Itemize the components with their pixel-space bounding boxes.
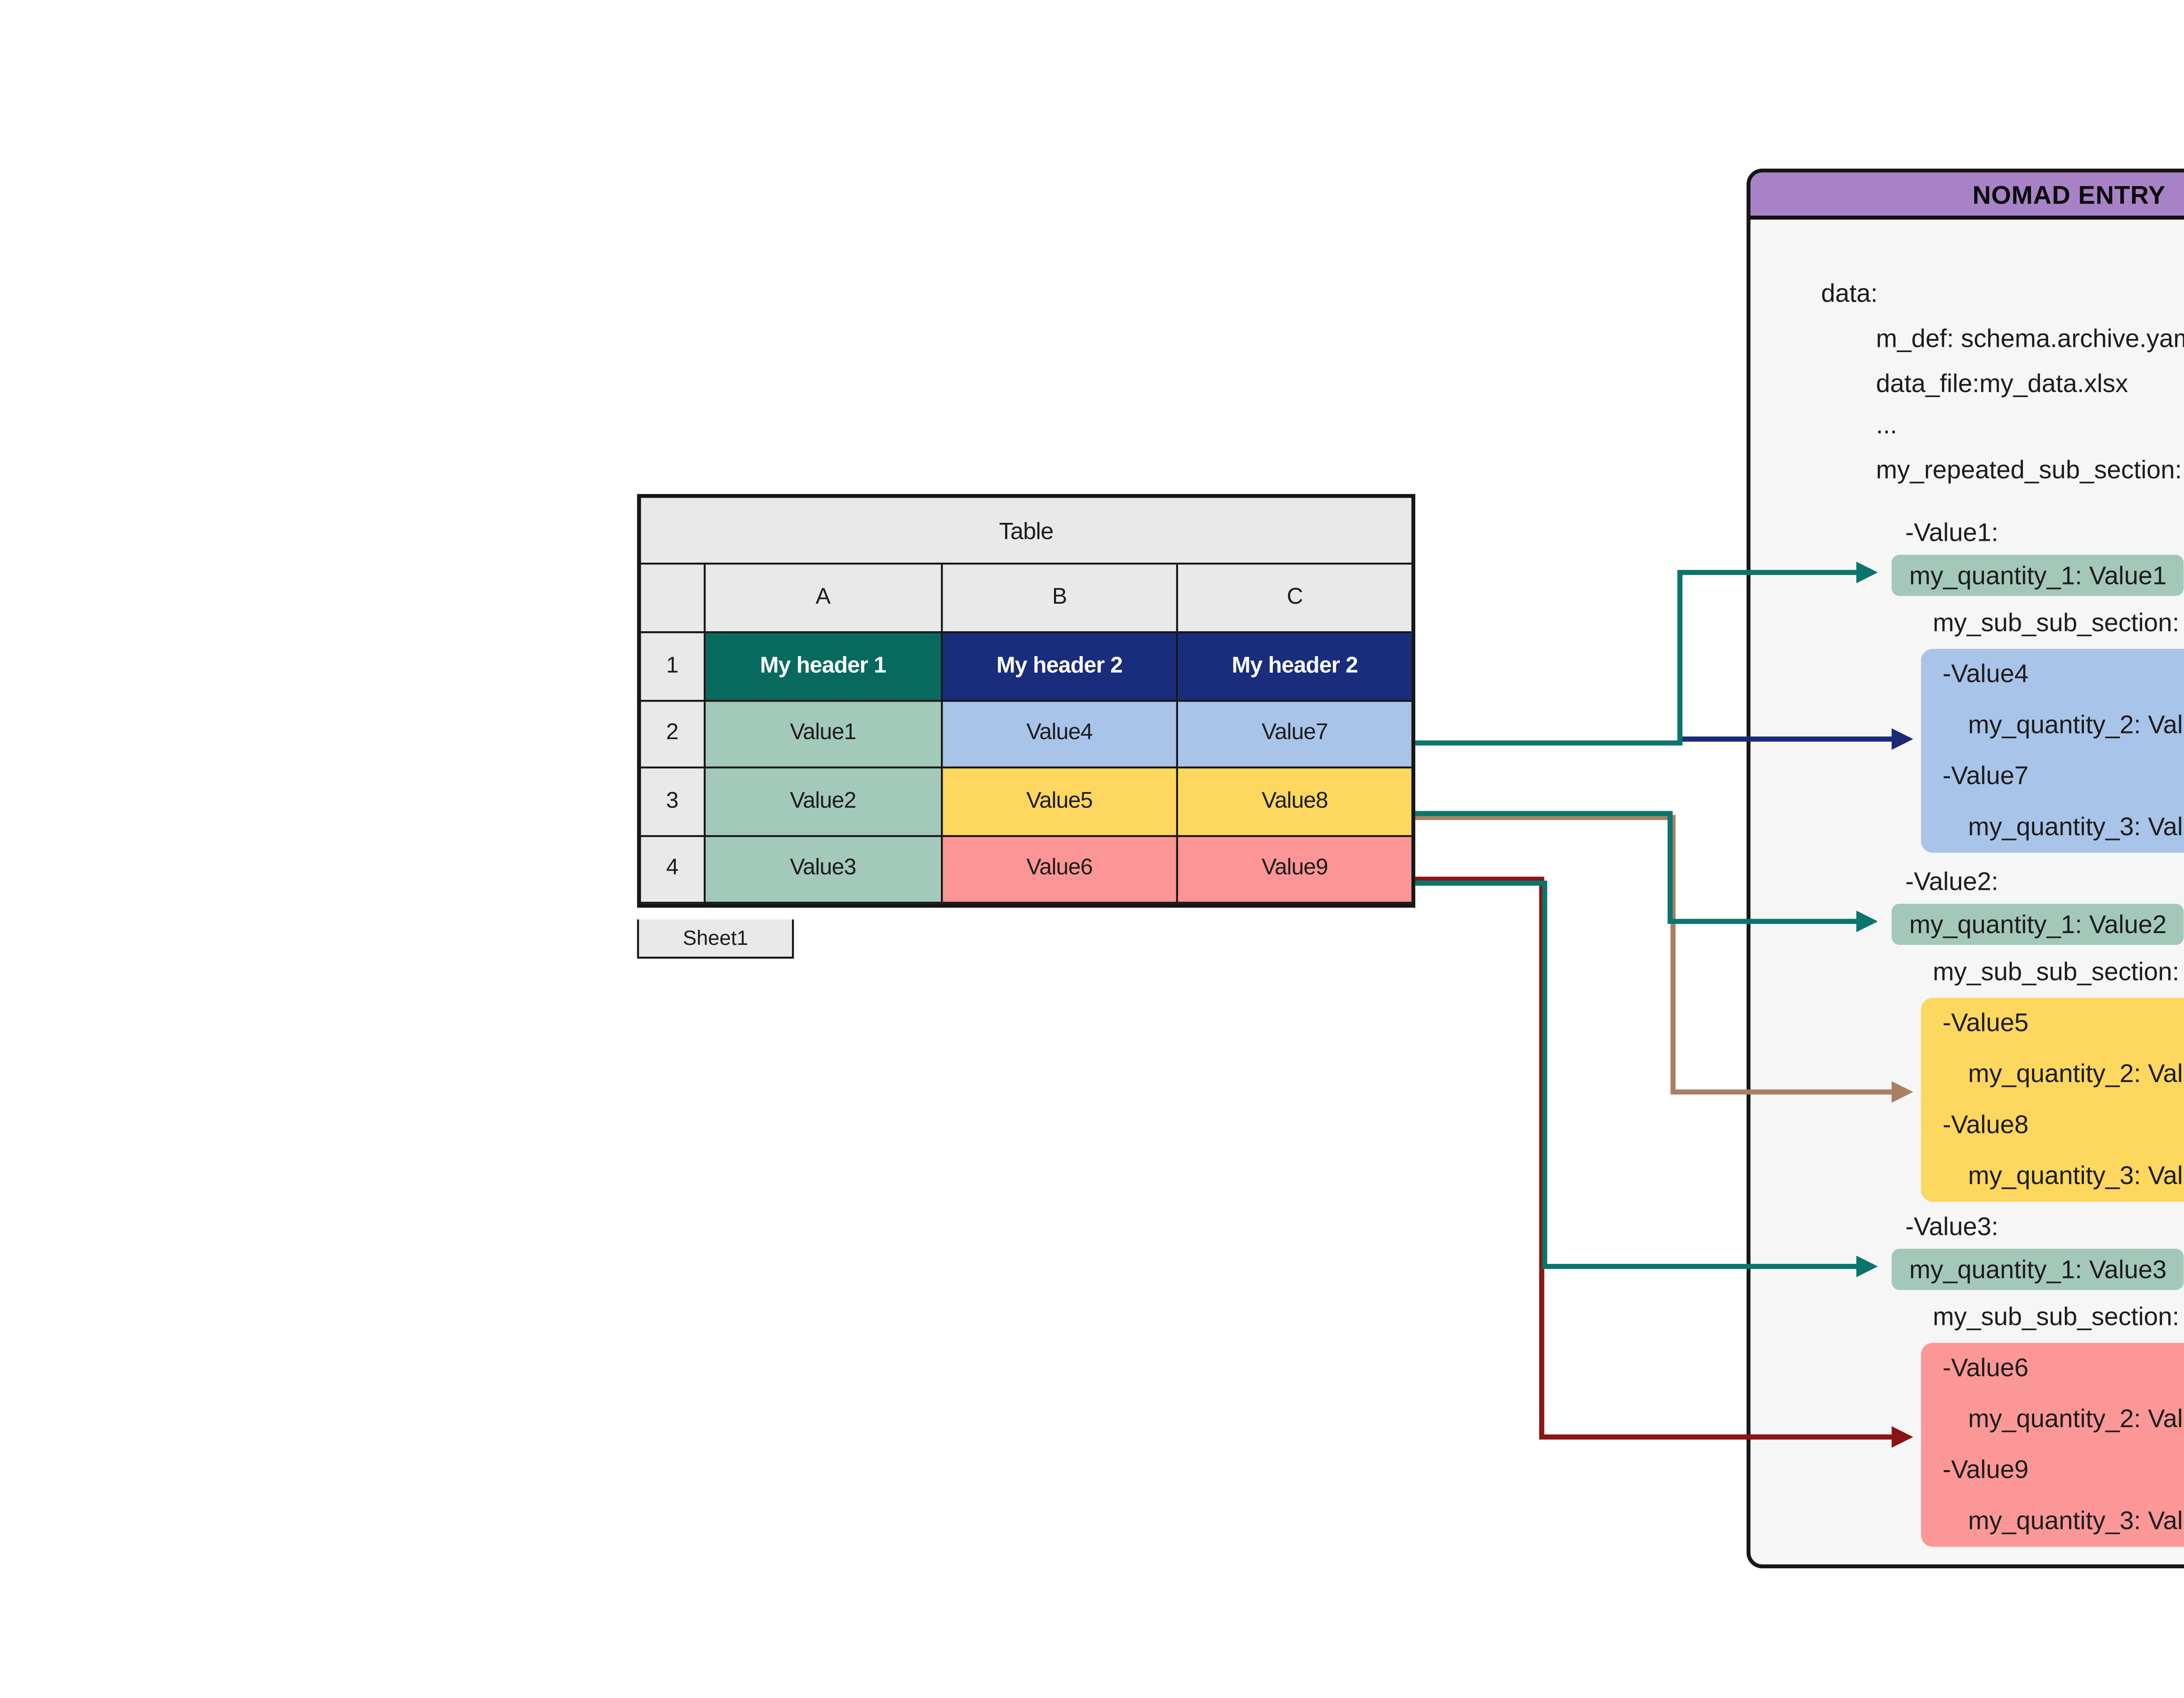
row-number: 3 — [641, 768, 705, 837]
nomad-entry-panel: NOMAD ENTRY data: m_def: schema.archive.… — [1746, 168, 2184, 1569]
cell-b2: Value4 — [943, 701, 1178, 769]
box-line: my_quantity_3: Value8 — [1968, 1160, 2184, 1190]
cell-c3: Value8 — [1178, 768, 1412, 837]
box-line: -Value4 — [1942, 658, 2029, 688]
yaml-line-mdef: m_def: schema.archive.yaml#MySection — [1876, 323, 2184, 353]
table-row-2: 2 Value1 Value4 Value7 — [641, 701, 1412, 769]
cell-a1: My header 1 — [705, 633, 943, 701]
cell-b1: My header 2 — [943, 633, 1178, 701]
sheet-tab: Sheet1 — [637, 919, 794, 959]
table-row-1: 1 My header 1 My header 2 My header 2 — [641, 633, 1412, 701]
box-line: -Value5 — [1942, 1007, 2029, 1037]
yaml-line-datafile: data_file:my_data.xlsx — [1876, 368, 2128, 398]
table-title: Table — [641, 498, 1412, 565]
spreadsheet-table: Table A B C 1 My header 1 My header 2 My… — [637, 494, 1416, 908]
section-2-quantity-pill: my_quantity_1: Value2 — [1891, 903, 2184, 945]
table-row-3: 3 Value2 Value5 Value8 — [641, 768, 1412, 837]
cell-b4: Value6 — [943, 836, 1178, 904]
box-line: -Value6 — [1942, 1352, 2029, 1382]
box-line: -Value7 — [1942, 761, 2029, 790]
section-2-subsection-label: my_sub_sub_section: — [1932, 956, 2180, 986]
cell-c4: Value9 — [1178, 836, 1412, 904]
section-3-label: -Value3: — [1905, 1211, 1999, 1241]
section-3-subsection-label: my_sub_sub_section: — [1932, 1301, 2180, 1331]
box-line: my_quantity_2: Value4 — [1968, 709, 2184, 739]
cell-c2: Value7 — [1178, 701, 1412, 769]
box-line: my_quantity_2: Value6 — [1968, 1404, 2184, 1433]
panel-title: NOMAD ENTRY — [1750, 172, 2184, 220]
repeated-section-3: -Value3: my_quantity_1: Value3 my_sub_su… — [1751, 1200, 2184, 1549]
table-title-row: Table — [641, 498, 1412, 565]
cell-a3: Value2 — [705, 768, 943, 837]
cell-b3: Value5 — [943, 768, 1178, 837]
section-3-quantity-pill: my_quantity_1: Value3 — [1891, 1248, 2184, 1290]
corner-cell — [641, 564, 705, 633]
table-row-4: 4 Value3 Value6 Value9 — [641, 836, 1412, 904]
section-1-quantity-pill: my_quantity_1: Value1 — [1891, 555, 2184, 596]
row-number: 1 — [641, 633, 705, 701]
cell-c1: My header 2 — [1178, 633, 1412, 701]
row-number: 4 — [641, 836, 705, 904]
box-line: my_quantity_3: Value7 — [1968, 811, 2184, 841]
repeated-section-2: -Value2: my_quantity_1: Value2 my_sub_su… — [1751, 855, 2184, 1204]
column-header-a: A — [705, 564, 943, 633]
section-2-label: -Value2: — [1905, 866, 1999, 896]
box-line: -Value8 — [1942, 1110, 2029, 1139]
box-line: my_quantity_2: Value5 — [1968, 1058, 2184, 1088]
section-1-label: -Value1: — [1905, 517, 1999, 547]
cell-a2: Value1 — [705, 701, 943, 769]
section-3-subsection-box: -Value6 my_quantity_2: Value6 -Value9 my… — [1921, 1343, 2184, 1547]
row-number: 2 — [641, 701, 705, 769]
section-1-subsection-label: my_sub_sub_section: — [1932, 608, 2180, 637]
yaml-line-repeated-subsection: my_repeated_sub_section: — [1876, 455, 2182, 484]
yaml-line-ellipsis: ... — [1876, 409, 1897, 439]
repeated-section-1: -Value1: my_quantity_1: Value1 my_sub_su… — [1751, 506, 2184, 855]
section-2-subsection-box: -Value5 my_quantity_2: Value5 -Value8 my… — [1921, 998, 2184, 1202]
cell-a4: Value3 — [705, 836, 943, 904]
yaml-line-data: data: — [1821, 278, 1878, 308]
column-header-c: C — [1178, 564, 1412, 633]
box-line: my_quantity_3: Value9 — [1968, 1505, 2184, 1535]
column-header-b: B — [943, 564, 1178, 633]
box-line: -Value9 — [1942, 1454, 2029, 1484]
section-1-subsection-box: -Value4 my_quantity_2: Value4 -Value7 my… — [1921, 649, 2184, 853]
column-header-row: A B C — [641, 564, 1412, 633]
